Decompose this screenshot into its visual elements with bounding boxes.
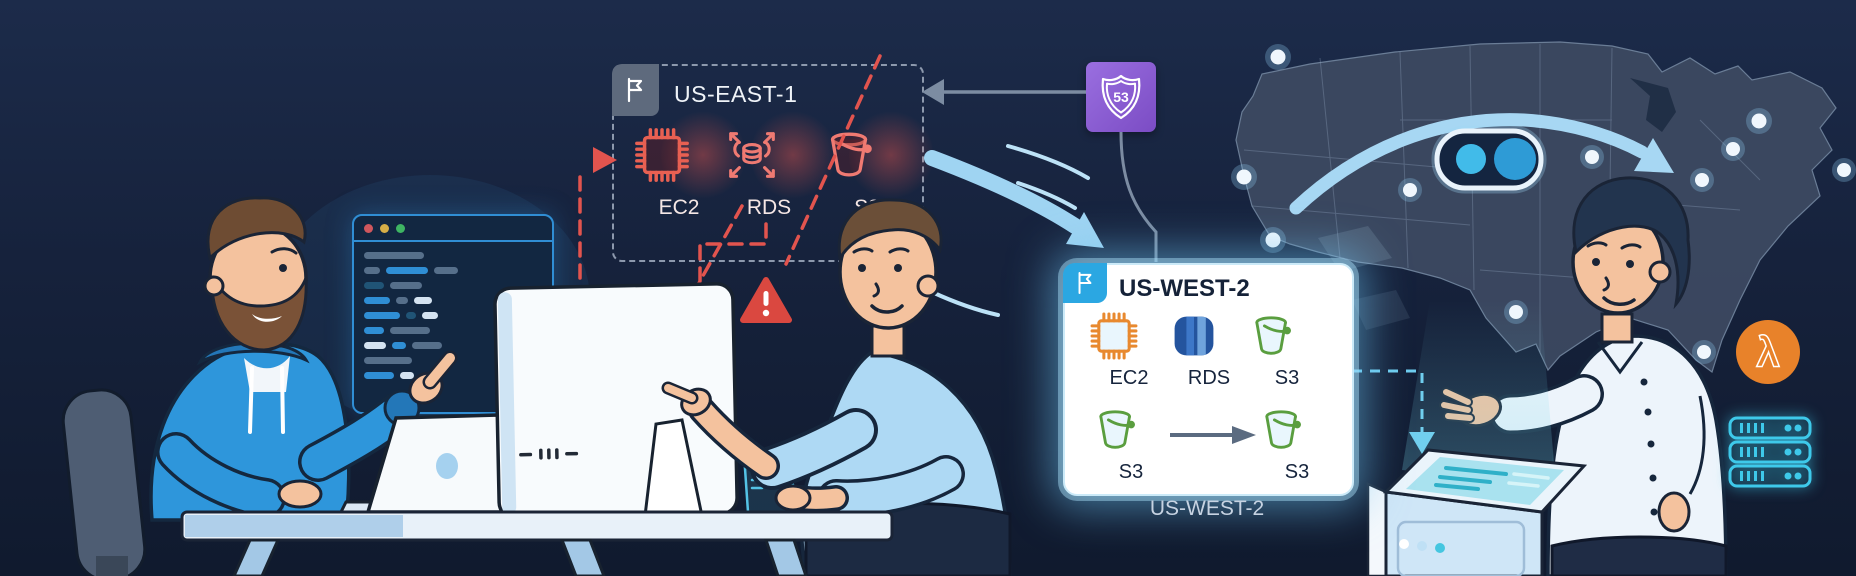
ec2-icon <box>1087 309 1171 363</box>
down-arrowhead <box>1409 432 1435 454</box>
region-us-west-2: US-WEST-2 EC2 <box>1063 263 1354 496</box>
region-caption: US-WEST-2 <box>1149 497 1265 520</box>
deploy-dashed-path <box>1352 369 1435 454</box>
close-icon <box>364 223 373 233</box>
s3-bucket-icon <box>1089 403 1173 457</box>
laptop <box>337 413 573 516</box>
office-chair <box>61 388 147 576</box>
route53-icon: 53 <box>1086 62 1156 132</box>
s3-bucket-icon <box>819 124 915 186</box>
region-flag-tab <box>1063 263 1107 303</box>
s3-bucket-icon <box>1245 309 1329 363</box>
lambda-icon: λ <box>1734 318 1802 386</box>
desk <box>180 510 894 576</box>
replication-source: S3 <box>1089 403 1173 484</box>
holo-terminal <box>742 452 800 514</box>
ear <box>1648 260 1672 284</box>
gesturing-hand <box>1457 392 1503 428</box>
ec2-icon <box>631 124 727 186</box>
service-label: S3 <box>1274 367 1300 389</box>
screen-content-bars <box>1434 466 1508 491</box>
service-rds-failed: RDS <box>721 124 817 220</box>
smile <box>252 314 282 322</box>
region-title: US-WEST-2 <box>1119 275 1250 302</box>
arrowhead-to-east <box>922 79 944 105</box>
hoodie-torso <box>149 342 351 522</box>
monitor-stand <box>643 418 704 518</box>
ear <box>916 274 940 298</box>
presenter-right <box>1439 176 1728 576</box>
toggle-dot-left <box>1456 144 1486 174</box>
window-titlebar <box>354 216 552 242</box>
kiosk <box>1366 300 1588 576</box>
pants <box>1550 535 1728 576</box>
tshirt-peek <box>244 356 290 392</box>
service-label: S3 <box>1118 461 1144 483</box>
typing-hand <box>277 479 323 509</box>
resting-hand <box>1657 491 1691 533</box>
kiosk-screen <box>1406 457 1564 505</box>
warning-icon <box>740 276 792 324</box>
smile <box>1602 296 1636 306</box>
decor-shard <box>1352 290 1410 330</box>
beard <box>210 275 308 352</box>
svg-text:λ: λ <box>1758 328 1779 375</box>
code-editor-window <box>352 214 554 414</box>
pants <box>804 501 1012 576</box>
region-title: US-EAST-1 <box>674 81 798 107</box>
svg-text:53: 53 <box>1113 89 1129 105</box>
monitor-vents <box>519 448 579 460</box>
flag-icon <box>627 77 643 102</box>
service-label: EC2 <box>1109 367 1149 389</box>
laptop-logo <box>436 453 458 479</box>
server-stack-icon <box>1728 416 1812 490</box>
traffic-arc-arrow <box>1289 113 1674 215</box>
toggle-dot-right <box>1494 138 1536 180</box>
region-flag-tab <box>611 63 659 116</box>
service-s3: S3 <box>1245 309 1329 390</box>
route53-shield: 53 <box>1101 74 1141 120</box>
s3-bucket-icon <box>1255 403 1339 457</box>
replication-arrow <box>1170 426 1256 444</box>
failover-toggle <box>1431 125 1547 194</box>
service-rds: RDS <box>1167 309 1251 390</box>
eye <box>279 264 287 272</box>
service-label: RDS <box>1187 367 1231 389</box>
rds-icon <box>721 124 817 186</box>
kiosk-top <box>1382 448 1588 514</box>
shirt-torso <box>1546 334 1728 576</box>
maximize-icon <box>396 223 405 233</box>
replication-target: S3 <box>1255 403 1339 484</box>
face <box>1571 209 1665 315</box>
kiosk-front <box>1384 490 1544 576</box>
code-lines <box>354 242 552 397</box>
screen-glow-beam <box>1402 300 1556 486</box>
rds-icon <box>1167 309 1251 363</box>
smile <box>870 304 904 314</box>
service-ec2-failed: EC2 <box>631 124 727 220</box>
hoodie-drawstrings <box>248 366 285 434</box>
hair <box>206 196 307 261</box>
pointing-hand <box>680 387 712 417</box>
minimize-icon <box>380 223 389 233</box>
service-label: S3 <box>1284 461 1310 483</box>
hair <box>1572 176 1691 310</box>
service-ec2: EC2 <box>1087 309 1171 390</box>
resting-hand <box>774 484 812 512</box>
tshirt-torso <box>799 350 1012 576</box>
shirt-buttons <box>1640 378 1658 516</box>
collar <box>1596 341 1644 375</box>
flag-icon <box>1078 272 1092 294</box>
service-s3-failed: S3 <box>819 124 915 220</box>
face <box>208 223 308 333</box>
ear <box>203 275 225 297</box>
region-us-east-1: US-EAST-1 EC2 <box>611 63 924 262</box>
